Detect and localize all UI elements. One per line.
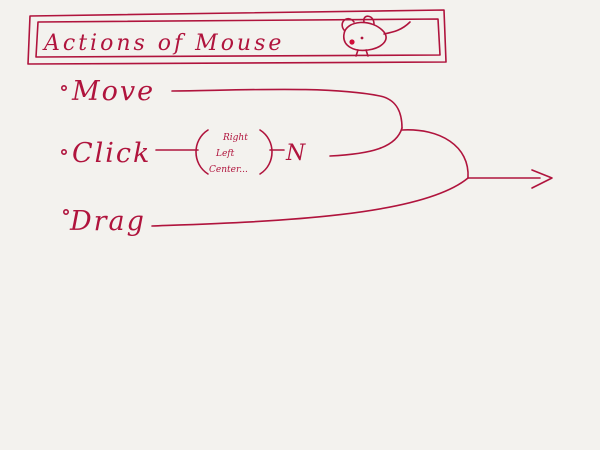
click-option-center: Center...: [209, 165, 248, 175]
merge-connectors: [151, 88, 541, 227]
bullet-dot-icon: [60, 85, 67, 92]
click-options-group: Right Left Center... N: [155, 129, 306, 175]
bullet-dot-icon: [62, 209, 69, 216]
drag-connector: [151, 177, 469, 227]
click-option-right: Right: [222, 133, 248, 143]
mouse-doodle-icon: [341, 15, 411, 57]
title-text: Actions of Mouse: [42, 31, 284, 56]
click-connector: [329, 127, 403, 157]
arrow-right-icon: [531, 169, 553, 189]
left-paren: [195, 129, 209, 175]
move-connector: [171, 88, 403, 129]
upper-merge-connector: [401, 129, 469, 179]
title-box-outer: [27, 9, 447, 65]
right-paren: [259, 129, 273, 175]
click-option-left: Left: [215, 149, 235, 159]
item-move: Move: [71, 76, 155, 107]
title-box-inner: [35, 18, 441, 58]
bullet-dot-icon: [60, 149, 67, 156]
click-count-n: N: [285, 141, 306, 166]
item-click: Click: [72, 138, 151, 169]
item-drag: Drag: [69, 206, 146, 237]
title-box: [27, 9, 447, 65]
